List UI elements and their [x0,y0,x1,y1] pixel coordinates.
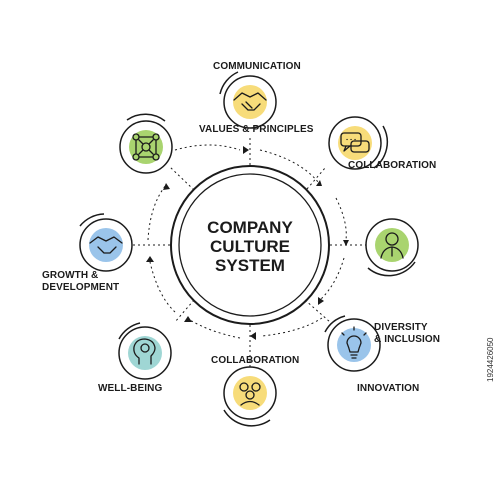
label-well-being: WELL-BEING [98,383,163,394]
accent-arc [219,71,239,95]
node-ring [119,120,173,174]
accent-arc [324,315,346,333]
accent-arc [79,213,105,227]
node-ring [328,116,382,170]
connector [169,166,195,191]
stock-id-text: 1924426050 [486,337,495,383]
center-title: COMPANY CULTURE SYSTEM [175,218,325,275]
flow-ring [132,136,366,368]
node-accents [79,71,416,427]
label-growth-line-2: DEVELOPMENT [42,282,120,293]
partnership-icon-bg [89,228,123,262]
network-icon-bg [129,130,163,164]
arrowhead [343,240,349,246]
accent-arc [126,113,166,122]
accent-arc [118,322,141,340]
handshake-icon [233,92,267,111]
person-icon [380,232,404,259]
node-rings [79,75,419,420]
flow-arc [174,144,241,151]
flow-arc [149,261,176,313]
label-diversity-line-1: DIVERSITY [374,322,428,333]
flow-arc [147,184,167,241]
node-ring [79,218,133,272]
label-collaboration-bottom: COLLABORATION [211,355,300,366]
arrowhead [250,332,256,340]
flow-arc [335,197,347,241]
team-icon [239,382,261,406]
flow-arc [259,149,319,183]
accent-arc [223,409,271,427]
chat-bubbles-icon [340,132,370,153]
handshake-icon-bg [233,85,267,119]
node-ring [365,218,419,272]
team-icon-bg [233,376,267,410]
center-title-line-3: SYSTEM [215,256,285,275]
lightbulb-icon [341,326,367,359]
center-title-line-2: CULTURE [210,237,290,256]
flow-arc [319,257,345,301]
label-innovation: INNOVATION [357,383,420,394]
node-ring [223,366,277,420]
arrowhead [184,316,192,322]
accent-arc [373,125,388,169]
accent-arc [367,261,416,277]
label-growth-line-1: GROWTH & [42,270,99,281]
flow-arrowheads [146,146,349,340]
connector [174,299,195,323]
node-ring [327,318,381,372]
chat-bubbles-icon-bg [338,126,372,160]
partnership-icon [89,236,123,254]
label-collaboration-top: COLLABORATION [348,160,437,171]
center-inner-ring [178,173,322,317]
label-diversity-line-2: & INCLUSION [374,334,441,345]
connector [304,299,331,323]
brain-head-icon-bg [128,336,162,370]
connector [306,167,326,190]
label-values-principles: VALUES & PRINCIPLES [199,124,314,135]
arrowhead [146,256,154,262]
arrowhead [243,146,249,154]
label-communication: COMMUNICATION [213,61,301,72]
network-icon [132,133,160,161]
center-outer-ring [170,165,330,325]
arrowhead [316,180,322,186]
lightbulb-icon-bg [337,328,371,362]
arrowhead [318,297,324,305]
node-ring [118,326,172,380]
brain-head-icon [133,338,156,365]
center-title-line-1: COMPANY [207,218,293,237]
arrowhead [163,183,170,190]
node-ring [223,75,277,129]
